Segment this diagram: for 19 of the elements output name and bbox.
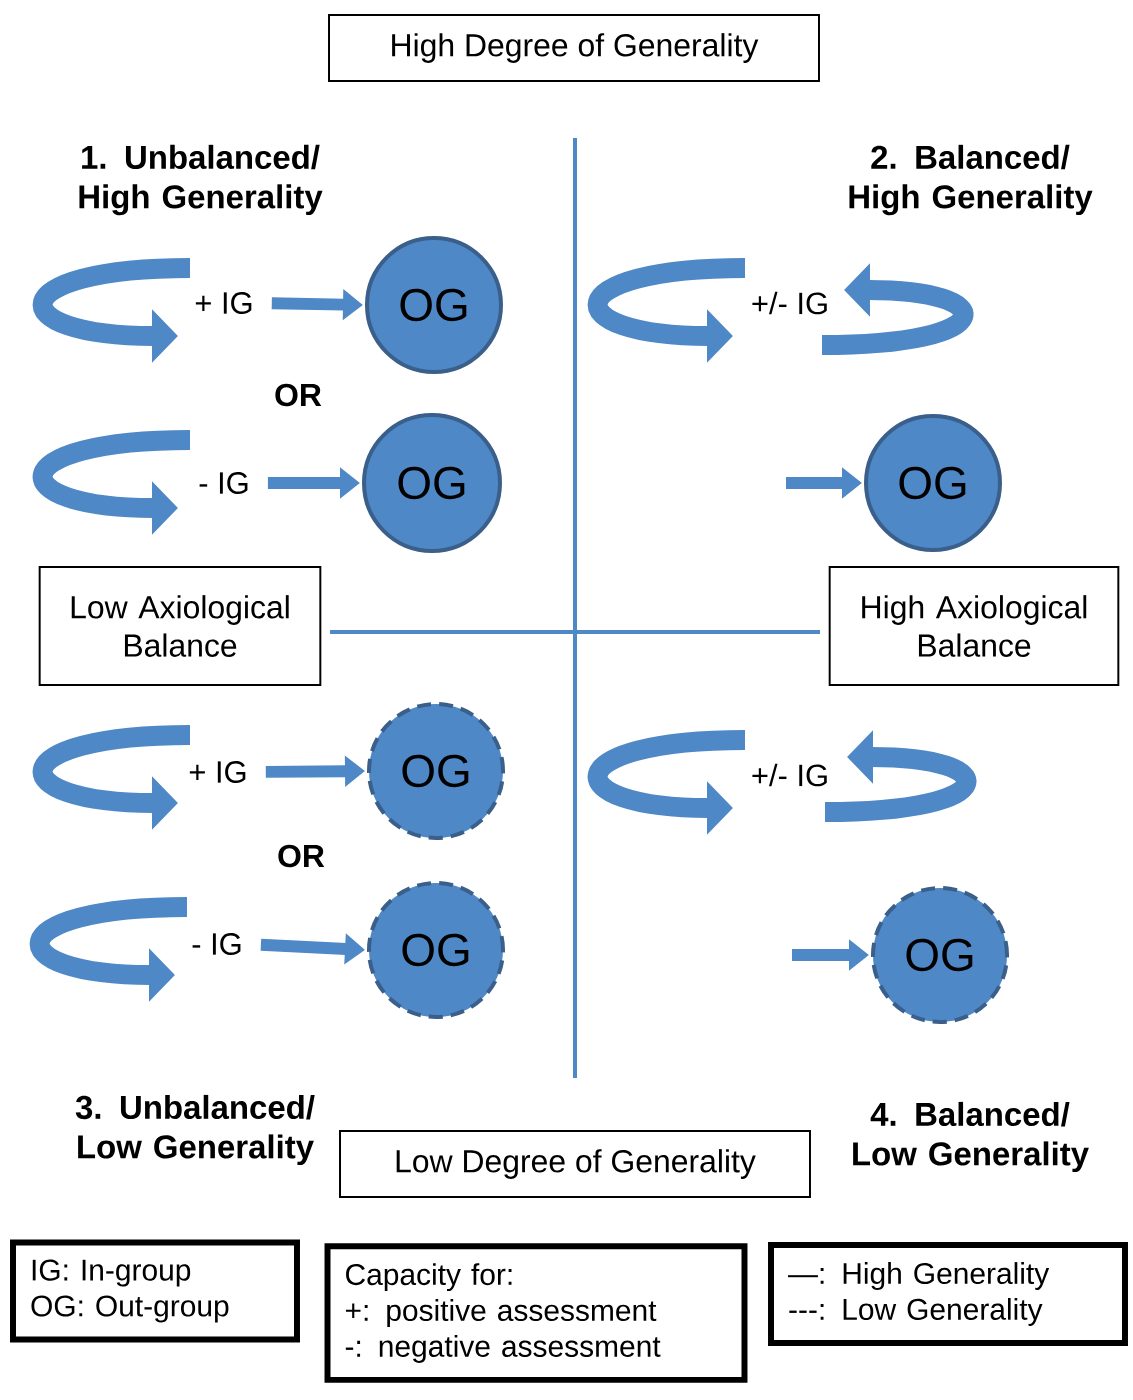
group-label: +/- IG	[752, 763, 827, 787]
quadrant-heading: 4. Balanced/ Low Generality	[853, 1101, 1089, 1173]
axis-label-box: Low Degree of Generality	[339, 1130, 811, 1198]
axis-label-box: Low Axiological Balance	[38, 566, 322, 686]
group-label: + IG	[195, 292, 252, 314]
group-label: +/- IG	[752, 291, 827, 315]
legend-box: Capacity for: +: positive assessment -: negative assessment	[324, 1243, 748, 1383]
group-label: - IG	[192, 933, 241, 955]
legend-box: —: High Generality ---: Low Generality	[768, 1242, 1128, 1346]
legend-box: IG: In-group OG: Out-group	[10, 1239, 300, 1343]
quadrant-heading: 1. Unbalanced/ High Generality	[79, 144, 323, 216]
or-label: OR	[275, 383, 322, 407]
group-label: - IG	[199, 472, 248, 494]
axis-label-box: High Axiological Balance	[828, 566, 1120, 686]
group-label: + IG	[189, 761, 246, 783]
quadrant-heading: 2. Balanced/ High Generality	[849, 144, 1093, 216]
or-label: OR	[278, 844, 325, 868]
quadrant-heading: 3. Unbalanced/ Low Generality	[75, 1094, 315, 1166]
axis-label-box: High Degree of Generality	[328, 14, 820, 82]
